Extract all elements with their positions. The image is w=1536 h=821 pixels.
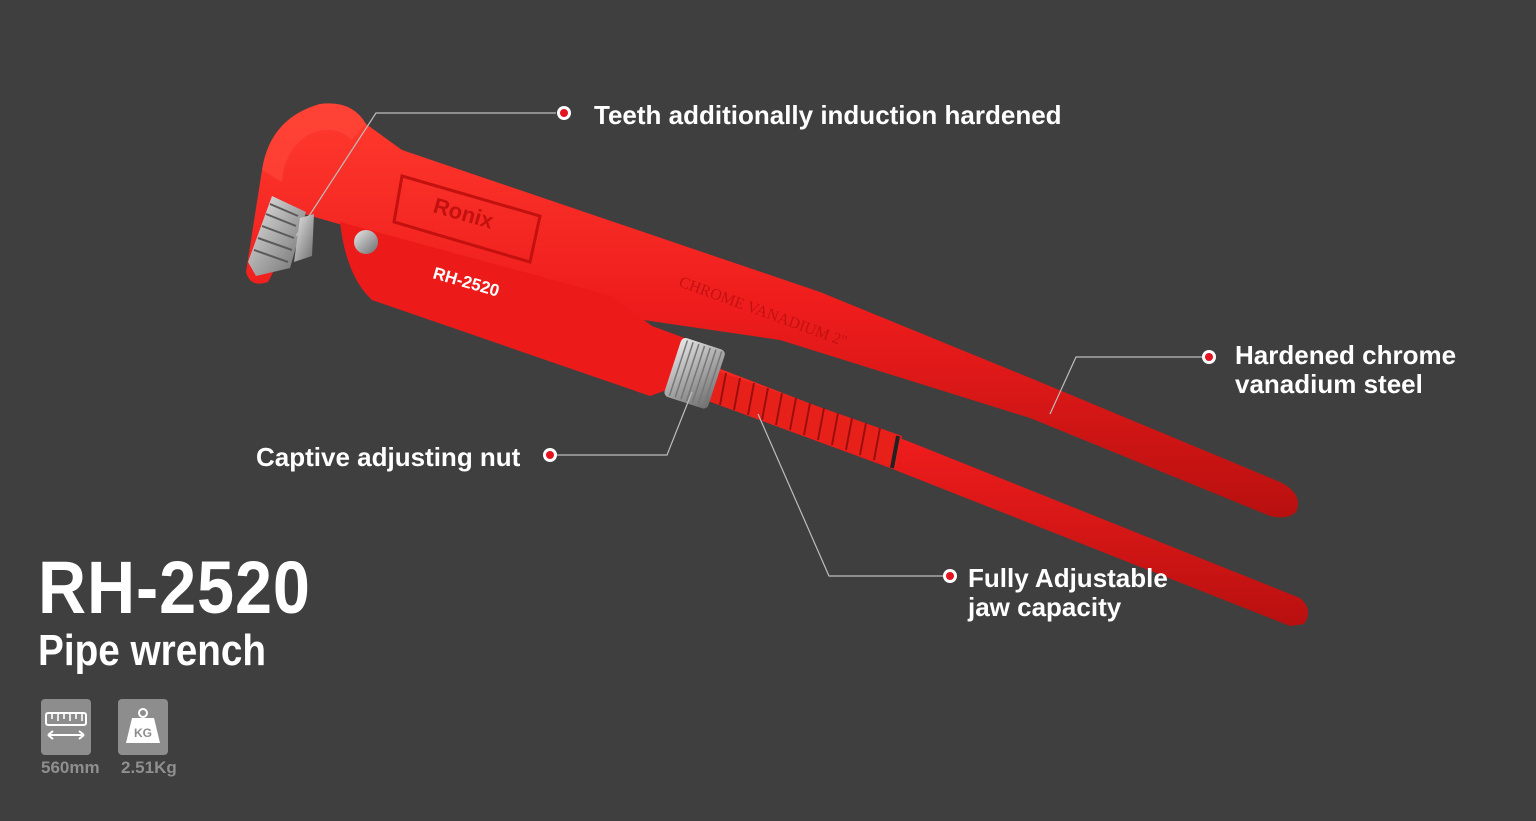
teeth-leader-line bbox=[295, 112, 556, 237]
weight-spec: 2.51Kg bbox=[121, 758, 177, 777]
jaw-marker-icon bbox=[943, 569, 957, 583]
callout-teeth-text: Teeth additionally induction hardened bbox=[594, 100, 1062, 130]
callout-steel: Hardened chrome vanadium steel bbox=[1235, 341, 1456, 399]
weight-icon: KG bbox=[118, 699, 168, 755]
brand-panel bbox=[392, 174, 542, 264]
jaw-teeth bbox=[248, 196, 306, 276]
callout-nut: Captive adjusting nut bbox=[256, 443, 520, 472]
teeth-marker-icon bbox=[557, 106, 571, 120]
lower-jaw-body bbox=[340, 222, 700, 396]
ruler-icon bbox=[41, 699, 91, 755]
callout-steel-line1: Hardened chrome bbox=[1235, 340, 1457, 370]
steel-leader-line bbox=[1049, 356, 1202, 415]
nut-marker-icon bbox=[543, 448, 557, 462]
jaw-leader-line bbox=[757, 413, 943, 577]
callout-teeth: Teeth additionally induction hardened bbox=[594, 101, 1062, 130]
steel-marker-icon bbox=[1202, 350, 1216, 364]
callout-jaw: Fully Adjustable jaw capacity bbox=[968, 564, 1168, 622]
adjusting-nut bbox=[664, 337, 725, 409]
product-model: RH-2520 bbox=[38, 546, 311, 629]
nut-leader-line bbox=[556, 391, 693, 456]
callout-steel-line2: vanadium steel bbox=[1235, 369, 1423, 399]
callout-jaw-line1: Fully Adjustable bbox=[968, 563, 1168, 593]
product-name: Pipe wrench bbox=[38, 626, 267, 675]
callout-nut-text: Captive adjusting nut bbox=[256, 442, 521, 472]
pipe-wrench-image: Ronix CHROME VANADIUM 2" RH-2520 bbox=[246, 103, 1309, 626]
weight-icon-text: KG bbox=[134, 726, 152, 740]
threaded-spindle bbox=[694, 365, 902, 468]
callout-jaw-line2: jaw capacity bbox=[968, 592, 1122, 622]
length-spec: 560mm bbox=[41, 758, 100, 777]
rivet bbox=[354, 230, 378, 254]
